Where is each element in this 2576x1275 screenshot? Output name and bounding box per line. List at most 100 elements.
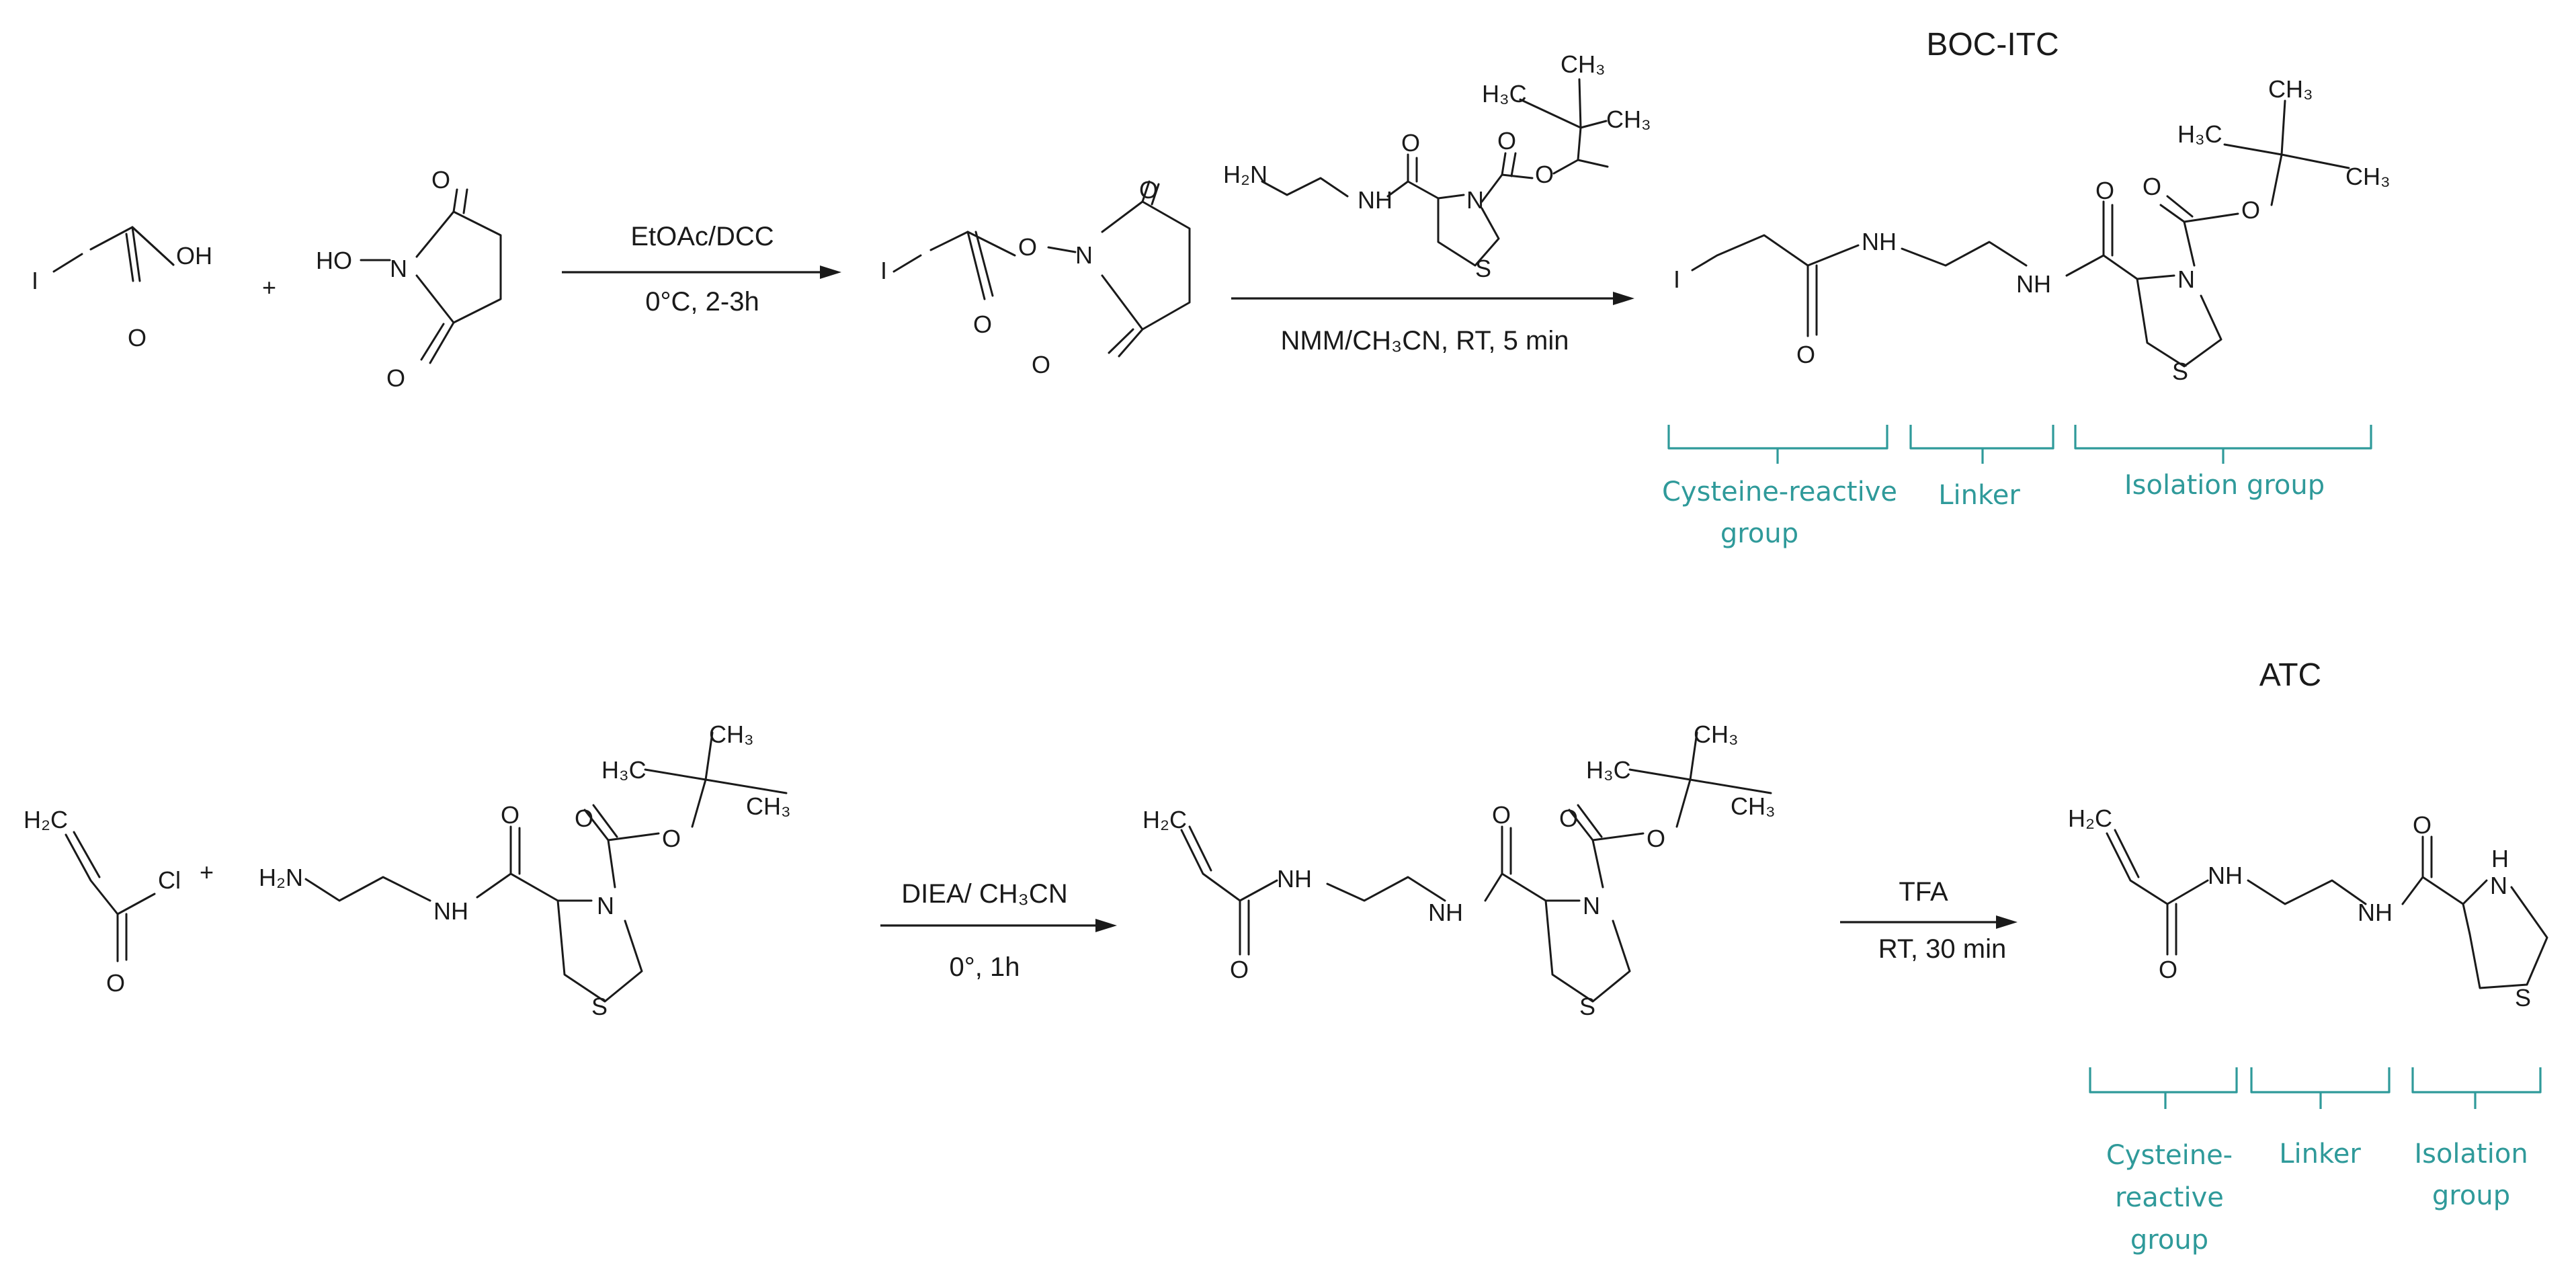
compound-name: ATC [2259,657,2321,693]
atom-label: NH [1358,186,1393,214]
atom-label: O [2241,196,2260,224]
atom-label: CH₃ [2268,75,2313,103]
condition-below: RT, 30 min [1878,934,2006,964]
atom-label: O [1497,127,1516,155]
atc-product: ATC H₂C O NH NH O H N S [2068,657,2548,1012]
atom-label: H₂C [1142,806,1187,833]
atom-label: O [2159,956,2177,983]
condition-above: EtOAc/DCC [630,222,774,251]
atom-label: NH [2016,270,2051,298]
group-label: Isolation group [2124,470,2325,501]
group-label: Linker [1938,480,2020,511]
brace-cysteine [1667,425,1888,464]
atom-label: H [2491,845,2509,872]
atom-label: O [128,324,147,352]
reaction-arrow-1: EtOAc/DCC 0°C, 2-3h [562,222,841,317]
atom-label: H₂C [2068,805,2112,832]
atom-label: OH [176,242,212,270]
atom-label: CH₃ [1606,106,1651,133]
atom-label: CH₃ [746,792,791,820]
acryloyl-chloride: H₂C O Cl + [24,806,214,997]
group-label: group [2130,1225,2208,1256]
atom-label: NH [1428,899,1463,926]
atom-label: HO [316,247,352,274]
group-label: Cysteine-reactive [1662,477,1897,507]
atom-label: Cl [158,866,181,894]
atom-label: S [1579,993,1595,1020]
atom-label: N [2490,872,2507,899]
group-label: Isolation [2414,1139,2528,1169]
atom-label: N [597,892,614,919]
condition-below: 0°C, 2-3h [645,287,759,317]
reaction-arrow-4: TFA RT, 30 min [1840,877,2018,964]
brace-isolation [2074,425,2372,464]
amine-reagent-above-arrow: H₂N NH O N S O O H₃C CH₃ CH₃ [1223,50,1651,282]
group-label: Cysteine- [2106,1140,2233,1171]
atom-label: CH₃ [1561,50,1606,78]
atom-label: O [1796,341,1815,368]
atom-label: O [1492,801,1511,829]
atom-label: S [591,993,608,1020]
atom-label: CH₃ [1694,721,1739,748]
reaction-arrow-3: DIEA/ CH₃CN 0°, 1h [880,879,1117,982]
atom-label: S [2515,984,2531,1012]
atom-label: O [106,969,125,997]
n-hydroxysuccinimide: HO N O O [316,166,502,392]
plus-sign: + [200,858,214,886]
atom-label: O [501,801,520,829]
atom-label: NH [433,897,468,925]
atom-label: NH [2208,862,2243,889]
atom-label: H₂C [24,806,68,833]
atom-label: N [1466,186,1484,214]
atom-label: O [1230,956,1249,983]
atom-label: H₃C [601,756,647,784]
atom-label: O [1559,805,1578,832]
atom-label: O [1535,161,1554,188]
atom-label: S [1475,255,1491,282]
atom-label: H₃C [1482,80,1527,108]
iodoacetyl-nhs-ester: I O O N O O [880,176,1191,378]
atom-label: N [390,255,407,282]
atom-label: N [2177,265,2195,293]
atom-label: NH [1862,228,1897,255]
atom-label: CH₃ [709,721,754,748]
atom-label: O [1018,233,1037,261]
iodoacetic-acid: I O OH [32,226,212,352]
atom-label: I [32,267,38,294]
plus-sign: + [262,274,276,301]
boc-acrylamide-intermediate: H₂C O NH NH O N S O O H₃C CH₃ CH₃ [1142,721,1776,1020]
atom-label: O [662,825,681,852]
atom-label: H₃C [2177,120,2222,148]
atom-label: S [2172,358,2188,385]
brace-isolation [2411,1067,2542,1109]
compound-name: BOC-ITC [1926,27,2059,63]
atom-label: CH₃ [2345,163,2391,190]
boc-itc-group-annotations: Cysteine-reactive group Linker Isolation… [1662,425,2372,549]
atom-label: O [973,311,992,338]
atom-label: H₂N [259,864,303,891]
atom-label: H₃C [1586,756,1631,784]
atom-label: O [2143,173,2161,200]
group-label: group [2432,1180,2510,1211]
atom-label: O [386,364,405,392]
brace-linker [1909,425,2054,464]
atom-label: O [1401,129,1420,157]
atom-label: O [2413,811,2432,839]
atom-label: I [880,257,887,284]
atom-label: O [1139,176,1158,204]
group-label: Linker [2279,1139,2361,1169]
condition-below: 0°, 1h [950,952,1020,982]
atom-label: N [1583,892,1600,919]
atom-label: CH₃ [1731,792,1776,820]
group-label: reactive [2115,1182,2224,1213]
atom-label: O [2095,177,2114,204]
atom-label: N [1075,241,1093,269]
reaction-arrow-2: NMM/CH₃CN, RT, 5 min [1231,292,1634,356]
atom-label: I [1673,265,1680,293]
atom-label: NH [2358,899,2393,926]
boc-amine-reagent: H₂N NH O N S O O H₃C CH₃ CH₃ [259,721,791,1020]
brace-cysteine [2089,1067,2238,1109]
atom-label: O [575,805,593,832]
atom-label: H₂N [1223,161,1268,188]
brace-linker [2250,1067,2391,1109]
